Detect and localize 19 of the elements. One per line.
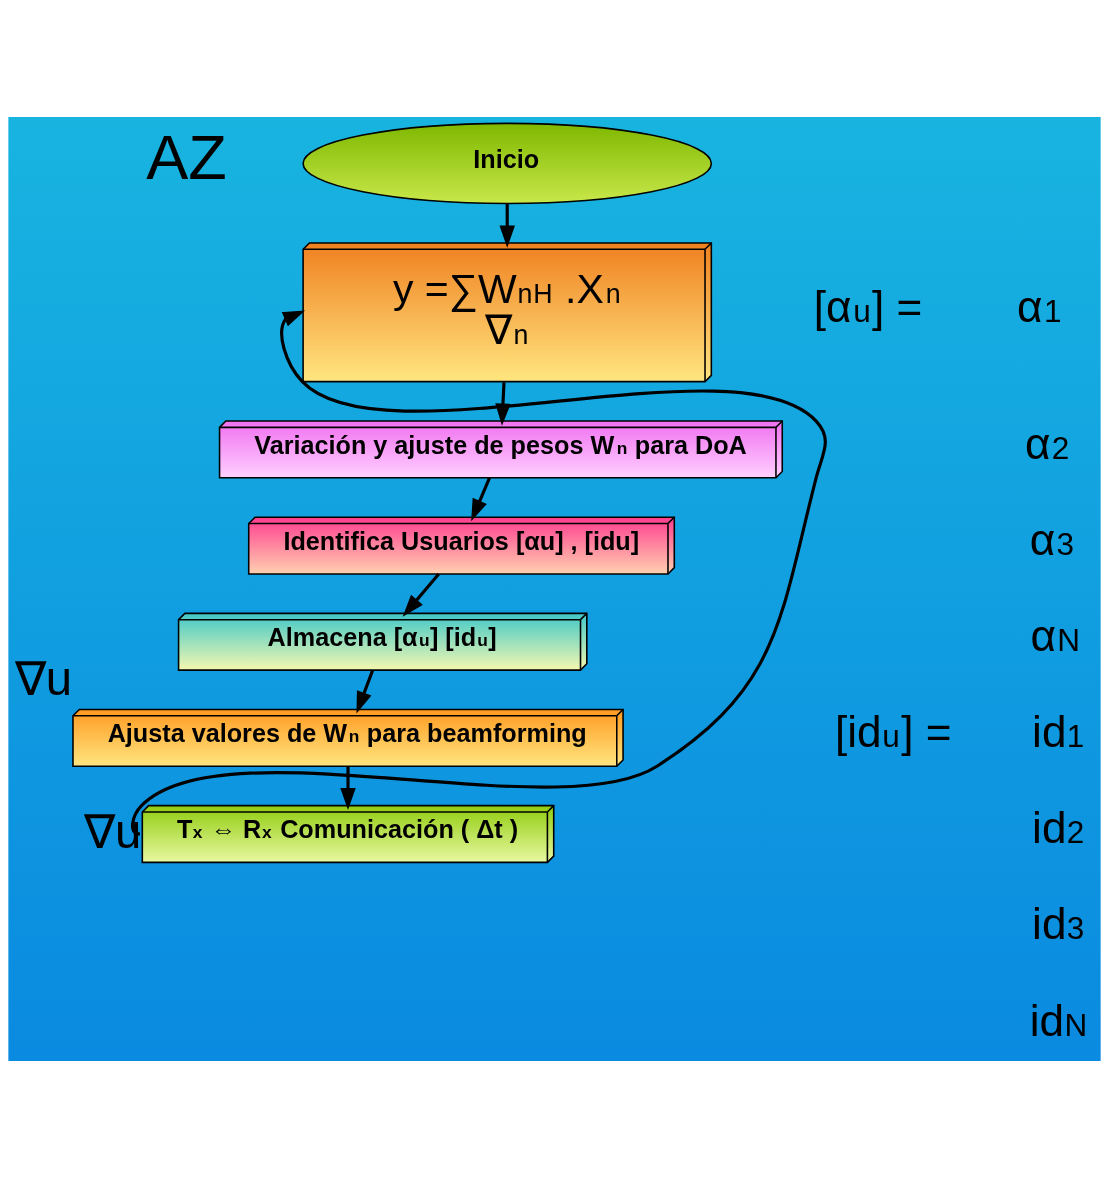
arrow — [499, 204, 515, 248]
label: αN — [1030, 611, 1081, 661]
label: id3 — [1032, 899, 1085, 949]
arrow — [356, 669, 375, 714]
label: [αu] = — [813, 281, 923, 331]
node-label: ∇u — [84, 805, 142, 859]
arrow — [340, 766, 356, 811]
arrow — [402, 573, 440, 617]
arrow — [471, 477, 491, 522]
label: α1 — [1017, 281, 1062, 331]
label: α3 — [1029, 514, 1075, 564]
label: idN — [1029, 995, 1088, 1045]
node-label: ∇u — [14, 652, 72, 706]
label: id1 — [1032, 707, 1085, 757]
label: α2 — [1024, 418, 1070, 468]
label: AZ — [146, 122, 227, 193]
node-ellipse: Inicio — [302, 122, 713, 205]
label: [idu] = — [835, 707, 952, 757]
label: id2 — [1032, 803, 1085, 853]
